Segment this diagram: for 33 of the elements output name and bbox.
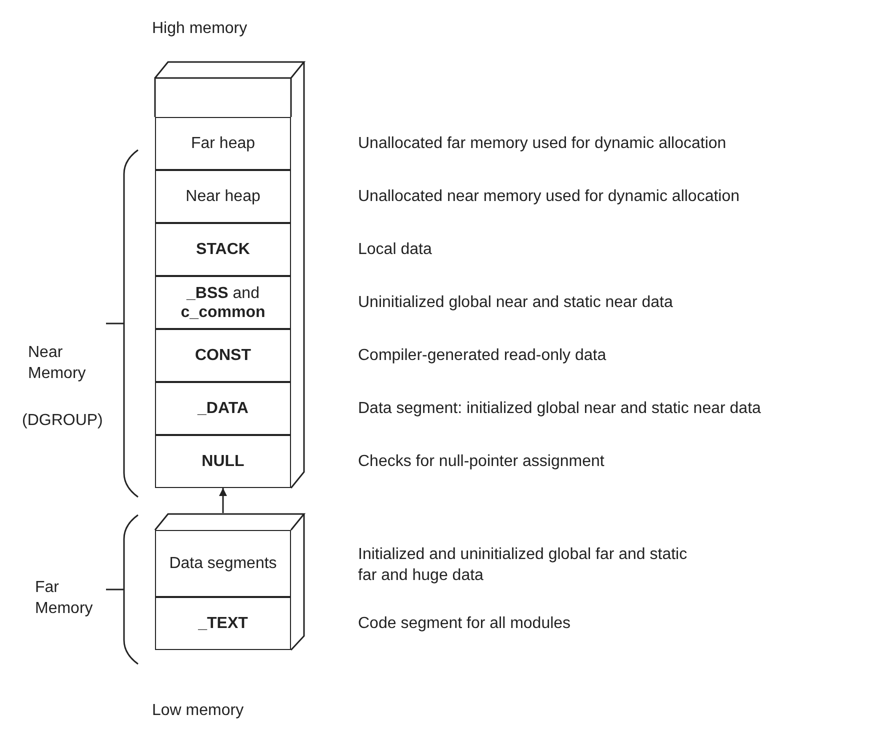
segment-description: Initialized and uninitialized global far and static far and huge data bbox=[358, 545, 688, 586]
segment-description: Unallocated near memory used for dynamic allocation bbox=[358, 187, 740, 207]
memory-label: Far Memory bbox=[35, 578, 94, 619]
segment-label: _DATA bbox=[198, 399, 248, 418]
segment-label: NULL bbox=[202, 452, 244, 471]
segment-description: Checks for null-pointer assignment bbox=[358, 452, 604, 472]
segment-label: Data segments bbox=[169, 554, 277, 573]
memory-label: High memory bbox=[152, 19, 248, 39]
memory-segment bbox=[155, 435, 291, 488]
segment-description: Data segment: initialized global near and static near data bbox=[358, 399, 761, 419]
segment-description: Code segment for all modules bbox=[358, 614, 571, 634]
memory-segment bbox=[155, 382, 291, 435]
segment-label: _TEXT bbox=[198, 614, 248, 633]
segment-description: Uninitialized global near and static near data bbox=[358, 293, 673, 313]
memory-segment bbox=[155, 276, 291, 329]
segment-description: Compiler-generated read-only data bbox=[358, 346, 606, 366]
segment-label: Near heap bbox=[186, 187, 260, 206]
memory-segment bbox=[155, 223, 291, 276]
segment-label: CONST bbox=[195, 346, 251, 365]
memory-segment bbox=[155, 170, 291, 223]
segment-description: Unallocated far memory used for dynamic allocation bbox=[358, 134, 726, 154]
memory-segment bbox=[155, 597, 291, 650]
arrow bbox=[219, 488, 227, 513]
segment-label: Far heap bbox=[190, 134, 256, 153]
memory-label: (DGROUP) bbox=[22, 411, 103, 431]
segment-description: Local data bbox=[358, 240, 432, 260]
memory-segment bbox=[155, 329, 291, 382]
memory-segment bbox=[155, 530, 291, 597]
memory-label: Near Memory bbox=[28, 343, 87, 384]
memory-label: Low memory bbox=[152, 701, 244, 721]
memory-segment bbox=[155, 117, 291, 170]
segment-label: _BSS and c_common bbox=[180, 284, 266, 322]
segment-label: STACK bbox=[196, 240, 250, 259]
